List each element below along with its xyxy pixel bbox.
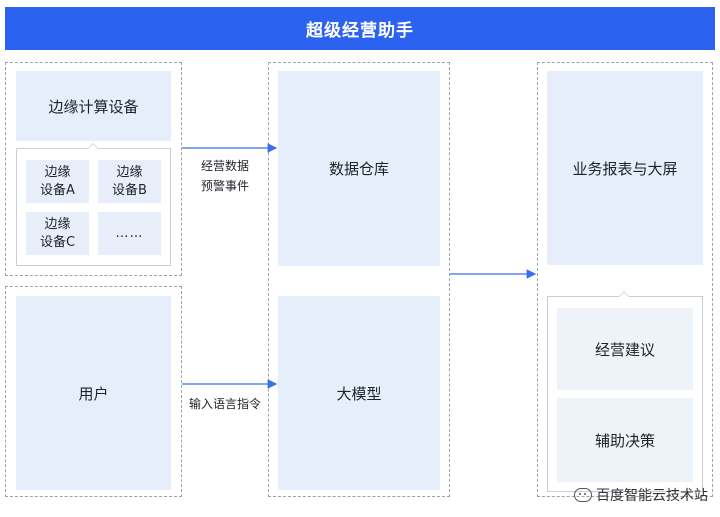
more-devices: …… [98,212,161,255]
large-model-box: 大模型 [278,296,440,490]
edge-device-b-line1: 边缘 [116,164,143,180]
user-group [5,286,182,497]
operating-data-label-line2: 预警事件 [200,179,249,193]
business-advice-box: 经营建议 [557,308,693,390]
wechat-icon [574,488,592,502]
operating-data-label: 经营数据 预警事件 [175,156,275,196]
edge-device-c-line1: 边缘 [44,216,71,232]
edge-device-group [5,62,182,276]
operating-data-label-line1: 经营数据 [200,159,249,173]
edge-device-c: 边缘 设备C [26,212,89,255]
edge-device-b-line2: 设备B [112,182,147,198]
edge-device-b: 边缘 设备B [98,160,161,203]
right-group [537,62,713,497]
business-reports-box: 业务报表与大屏 [547,71,703,265]
data-warehouse-box: 数据仓库 [278,71,440,266]
decision-support-box: 辅助决策 [557,398,693,482]
watermark-text: 百度智能云技术站 [596,488,708,504]
edge-device-c-line2: 设备C [39,234,76,250]
watermark: 百度智能云技术站 [574,485,708,505]
user-box: 用户 [16,296,171,490]
more-devices-label: …… [115,225,144,241]
edge-device-a-line2: 设备A [40,182,75,198]
edge-device-a: 边缘 设备A [26,160,89,203]
device-panel-notch [87,143,99,149]
insights-panel-notch [618,291,630,297]
edge-device-a-line1: 边缘 [44,164,71,180]
middle-group [268,62,450,497]
page-title: 超级经营助手 [5,7,715,50]
edge-computing-device-box: 边缘计算设备 [16,71,171,141]
language-command-label: 输入语言指令 [188,397,261,411]
